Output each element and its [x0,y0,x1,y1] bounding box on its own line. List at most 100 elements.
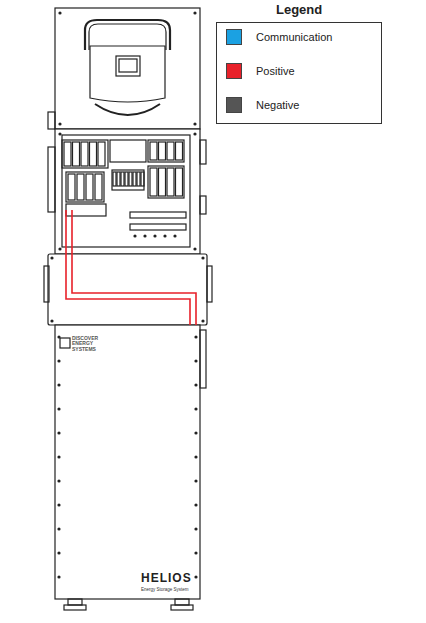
screw [50,256,53,259]
product-name: HELIOS [141,572,192,585]
screw [57,455,60,458]
legend-swatch [226,29,242,45]
breaker [167,142,174,160]
screw [194,359,197,362]
bus-bar [130,212,186,218]
breaker [68,174,75,200]
breaker [150,168,157,196]
foot [68,599,82,605]
side-bracket [48,112,55,129]
legend-entry: Negative [226,97,299,113]
breaker-panel-inner [62,135,190,247]
junction-side [44,266,49,302]
screw [194,455,197,458]
screw [58,247,61,250]
screw [57,503,60,506]
foot [175,599,189,605]
screw [194,479,197,482]
screw [193,247,196,250]
screw [57,527,60,530]
screw [58,11,61,14]
breaker [64,142,71,166]
screw [194,335,197,338]
foot [171,605,193,610]
screw [163,234,166,237]
breaker [90,142,97,166]
terminal-block [112,170,144,190]
legend-swatch [226,63,242,79]
screw [133,234,136,237]
screw [194,551,197,554]
breaker [117,172,120,186]
panel-handle [48,147,55,212]
breaker-row [66,172,104,202]
bus-bar [130,224,186,230]
breaker [133,172,136,186]
screw [57,479,60,482]
screw [201,256,204,259]
brand-logo: DISCOVER ENERGY SYSTEMS [72,336,108,352]
screw [194,383,197,386]
breaker [73,142,80,166]
breaker-row [148,166,184,198]
legend-swatch [226,97,242,113]
breaker [77,174,84,200]
screw [194,431,197,434]
breaker-row [62,140,108,168]
side-knob [200,196,206,214]
breaker-row [148,140,184,162]
breaker [176,168,183,196]
terminal-block [110,140,146,162]
breaker [129,172,132,186]
screw [57,407,60,410]
screw [194,503,197,506]
breaker [141,172,144,186]
screw [153,234,156,237]
breaker-panel-housing [55,129,200,254]
inverter-housing [55,8,200,129]
breaker [176,142,183,160]
screw [57,575,60,578]
breaker [125,172,128,186]
product-name: Energy Storage System [141,588,189,593]
breaker [121,172,124,186]
inverter-face [90,46,165,102]
breaker [86,174,93,200]
screw [57,551,60,554]
screw [193,11,196,14]
positive-wire [66,210,190,325]
screw [57,431,60,434]
screw [57,359,60,362]
side-bracket [200,330,206,388]
legend-text: Negative [256,99,299,111]
screw [173,234,176,237]
inverter-swoosh [95,104,160,115]
breaker [167,168,174,196]
side-knob [200,140,206,164]
display-inner [119,59,137,72]
breaker [159,168,166,196]
legend-text: Positive [256,65,295,77]
display-screen [116,56,140,76]
screw [58,122,61,125]
screw [201,319,204,322]
legend-heading: Legend [276,2,322,17]
breaker [150,142,157,160]
battery-cabinet: DISCOVER ENERGY SYSTEMS HELIOS Energy Stor… [55,325,200,599]
screw [143,234,146,237]
breaker [81,142,88,166]
screw [50,319,53,322]
legend-text: Communication [256,31,332,43]
battery-cabinet [55,325,200,599]
screw [194,407,197,410]
legend-entry: Communication [226,29,332,45]
breaker [159,142,166,160]
screw [194,527,197,530]
breaker [98,142,105,166]
screw [57,383,60,386]
junction-side [207,266,212,302]
positive-wire [72,210,196,325]
breaker [113,172,116,186]
screw [58,132,61,135]
foot [64,605,86,610]
